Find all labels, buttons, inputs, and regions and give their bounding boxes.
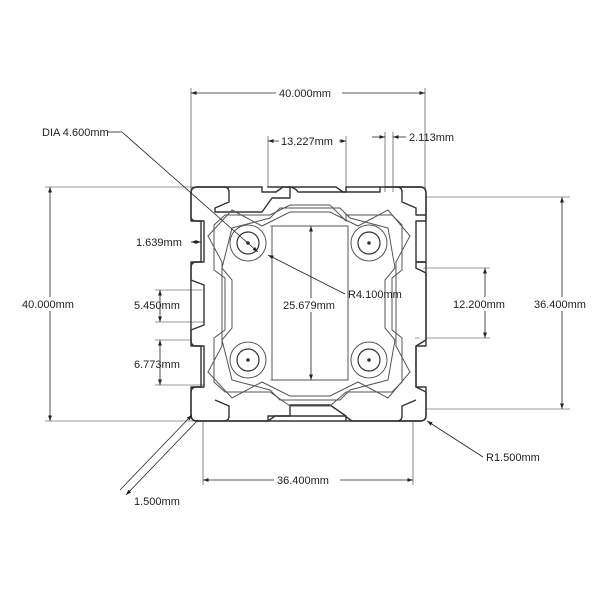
slot-width-label: 13.227mm bbox=[281, 136, 333, 148]
inner-height-label: 36.400mm bbox=[534, 299, 586, 311]
inner-span-label: 25.679mm bbox=[283, 300, 335, 312]
corner-radius-label: R1.500mm bbox=[486, 452, 540, 464]
center-hole-dia-label: DIA 4.600mm bbox=[42, 127, 109, 139]
corner-holes bbox=[229, 224, 388, 379]
fillet-radius-label: R4.100mm bbox=[348, 289, 402, 301]
overall-height-label: 40.000mm bbox=[22, 299, 74, 311]
lip-gap-label: 2.113mm bbox=[409, 132, 454, 144]
overall-width-label: 40.000mm bbox=[279, 88, 331, 100]
dimension-labels: 40.000mm 13.227mm 2.113mm DIA 4.600mm 1.… bbox=[22, 86, 594, 508]
extension-lines bbox=[45, 88, 570, 485]
slot-depth-b-label: 6.773mm bbox=[134, 359, 180, 371]
profile-outline bbox=[190, 186, 427, 422]
slot-depth-a-label: 5.450mm bbox=[134, 300, 180, 312]
slot-opening-label: 12.200mm bbox=[453, 299, 505, 311]
dimension-lines bbox=[48, 91, 564, 496]
inner-width-label: 36.400mm bbox=[277, 475, 329, 487]
wall-thickness-label: 1.500mm bbox=[134, 496, 180, 508]
lip-thickness-label: 1.639mm bbox=[136, 237, 182, 249]
